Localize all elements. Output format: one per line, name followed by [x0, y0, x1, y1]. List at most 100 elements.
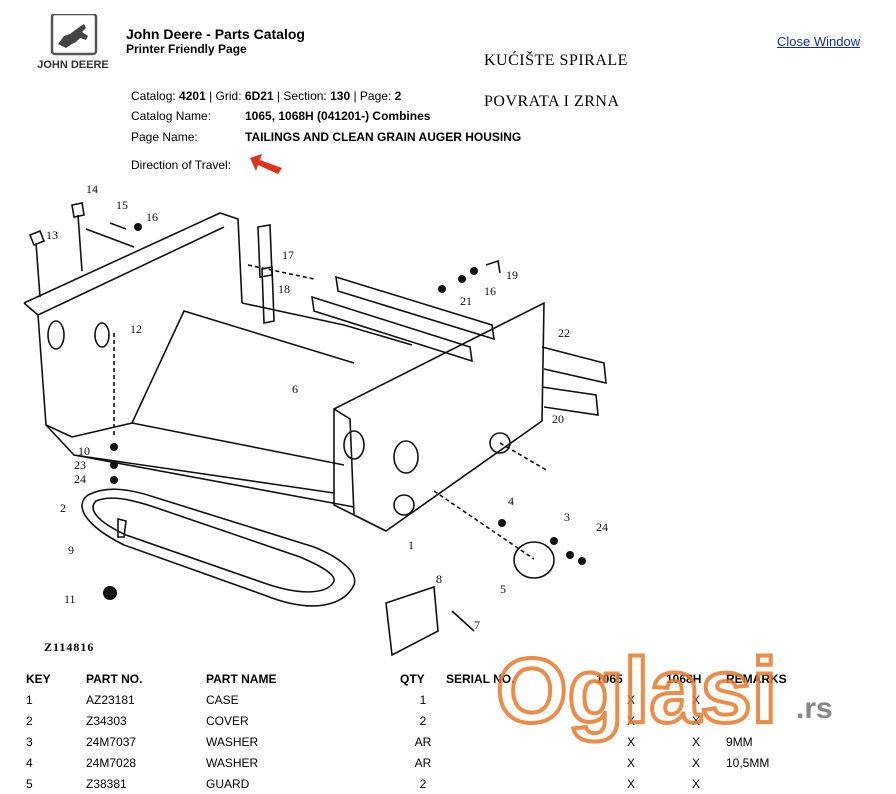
- cell-remarks: [726, 773, 876, 794]
- table-header-row: KEY PART NO. PART NAME QTY SERIAL NO. 10…: [22, 668, 876, 689]
- cell-qty: 2: [419, 776, 427, 791]
- direction-arrow-icon: [250, 154, 282, 174]
- cell-qty: 2: [419, 713, 427, 728]
- callout-11: 11: [64, 592, 76, 606]
- section-value: 130: [330, 89, 351, 103]
- callout-1: 1: [408, 538, 414, 552]
- callout-20: 20: [552, 412, 564, 426]
- handwritten-note-line1: KUĆIŠTE SPIRALE: [484, 52, 628, 69]
- callout-14: 14: [86, 182, 98, 196]
- cell-serial: [446, 773, 596, 794]
- cell-part-no: AZ23181: [86, 692, 135, 707]
- cell-1065: X: [626, 713, 635, 728]
- cell-key: 3: [26, 734, 33, 749]
- page-name-label: Page Name:: [131, 130, 198, 144]
- callout-24: 24: [74, 472, 86, 486]
- col-1068h: 1068H: [666, 671, 702, 686]
- cell-1065: X: [626, 692, 635, 707]
- catalog-name-value: 1065, 1068H (041201-) Combines: [245, 109, 431, 123]
- cell-1068h: X: [691, 755, 700, 770]
- cell-1068h: X: [691, 776, 700, 791]
- callout-labels: 1 2 3 4 5 6 7 8 9 10 11 12 13 14 15 16 1…: [46, 182, 608, 632]
- page-name-value: TAILINGS AND CLEAN GRAIN AUGER HOUSING: [245, 130, 522, 144]
- callout-4: 4: [508, 494, 514, 508]
- cell-1065: X: [626, 734, 635, 749]
- col-part-name: PART NAME: [206, 671, 277, 686]
- catalog-info-line: Catalog: 4201 | Grid: 6D21 | Section: 13…: [131, 89, 402, 103]
- table-row: 4 24M7028 WASHER AR X X 10,5MM: [22, 752, 876, 773]
- callout-23: 23: [74, 458, 86, 472]
- logo-text: JOHN DEERE: [37, 59, 109, 71]
- cell-part-name: WASHER: [206, 734, 259, 749]
- catalog-name-label: Catalog Name:: [131, 109, 212, 123]
- table-row: 2 Z34303 COVER 2 X X: [22, 710, 876, 731]
- cell-part-name: COVER: [206, 713, 249, 728]
- callout-17: 17: [282, 248, 294, 262]
- cell-1065: X: [626, 776, 635, 791]
- callout-3: 3: [564, 510, 570, 524]
- callout-13: 13: [46, 228, 58, 242]
- figure-id: Z114816: [44, 640, 95, 654]
- cell-key: 2: [26, 713, 33, 728]
- table-row: 1 AZ23181 CASE 1 X X: [22, 689, 876, 710]
- cell-remarks: 9MM: [726, 734, 753, 749]
- callout-19: 19: [506, 268, 518, 282]
- cell-serial: [446, 752, 596, 773]
- watermark-text: Oglasi: [496, 646, 777, 742]
- handwritten-note-line2: POVRATA I ZRNA: [484, 93, 620, 110]
- cell-qty: 1: [419, 692, 427, 707]
- cell-1065: X: [626, 755, 635, 770]
- callout-6: 6: [292, 382, 298, 396]
- cell-part-no: Z38381: [86, 776, 127, 791]
- callout-5: 5: [500, 582, 506, 596]
- col-serial-no: SERIAL NO.: [446, 671, 515, 686]
- oglasi-watermark: Oglasi .rs: [496, 646, 833, 744]
- catalog-number: 4201: [179, 89, 206, 103]
- cell-part-name: CASE: [206, 692, 239, 707]
- col-remarks: REMARKS: [726, 671, 787, 686]
- direction-label: Direction of Travel:: [131, 158, 232, 172]
- col-qty: QTY: [400, 671, 425, 686]
- callout-22: 22: [558, 326, 570, 340]
- cell-remarks: 10,5MM: [726, 755, 770, 770]
- callout-2: 2: [60, 501, 66, 515]
- cell-qty: AR: [414, 755, 432, 770]
- callout-24b: 24: [596, 520, 608, 534]
- page-title: John Deere - Parts Catalog: [126, 26, 305, 42]
- callout-18: 18: [278, 282, 290, 296]
- cell-part-no: 24M7028: [86, 755, 137, 770]
- page-value: 2: [394, 89, 402, 103]
- table-row: 3 24M7037 WASHER AR X X 9MM: [22, 731, 876, 752]
- callout-12: 12: [130, 322, 142, 336]
- cell-key: 1: [26, 692, 33, 707]
- cell-1068h: X: [691, 692, 700, 707]
- callout-8: 8: [436, 572, 442, 586]
- callout-16: 16: [146, 210, 158, 224]
- parts-table: KEY PART NO. PART NAME QTY SERIAL NO. 10…: [22, 668, 876, 794]
- close-window-link[interactable]: Close Window: [777, 34, 861, 49]
- grid-value: 6D21: [244, 89, 274, 103]
- callout-16b: 16: [484, 284, 496, 298]
- callout-21: 21: [460, 294, 472, 308]
- watermark-suffix: .rs: [796, 692, 833, 725]
- cell-key: 4: [26, 755, 33, 770]
- cell-1068h: X: [691, 713, 700, 728]
- cell-part-no: 24M7037: [86, 734, 137, 749]
- cell-part-name: WASHER: [206, 755, 259, 770]
- table-row: 5 Z38381 GUARD 2 X X: [22, 773, 876, 794]
- callout-15: 15: [116, 198, 128, 212]
- callout-9: 9: [68, 543, 74, 557]
- john-deere-logo: JOHN DEERE: [37, 14, 109, 71]
- parts-diagram: 1 2 3 4 5 6 7 8 9 10 11 12 13 14 15 16 1…: [23, 182, 608, 657]
- col-key: KEY: [26, 671, 51, 686]
- cell-part-no: Z34303: [86, 713, 127, 728]
- cell-key: 5: [26, 776, 33, 791]
- cell-qty: AR: [414, 734, 432, 749]
- cell-part-name: GUARD: [206, 776, 250, 791]
- callout-10: 10: [78, 444, 90, 458]
- col-part-no: PART NO.: [86, 671, 143, 686]
- cell-1068h: X: [691, 734, 700, 749]
- page-subtitle: Printer Friendly Page: [126, 42, 247, 56]
- callout-7: 7: [474, 618, 480, 632]
- col-1065: 1065: [596, 671, 623, 686]
